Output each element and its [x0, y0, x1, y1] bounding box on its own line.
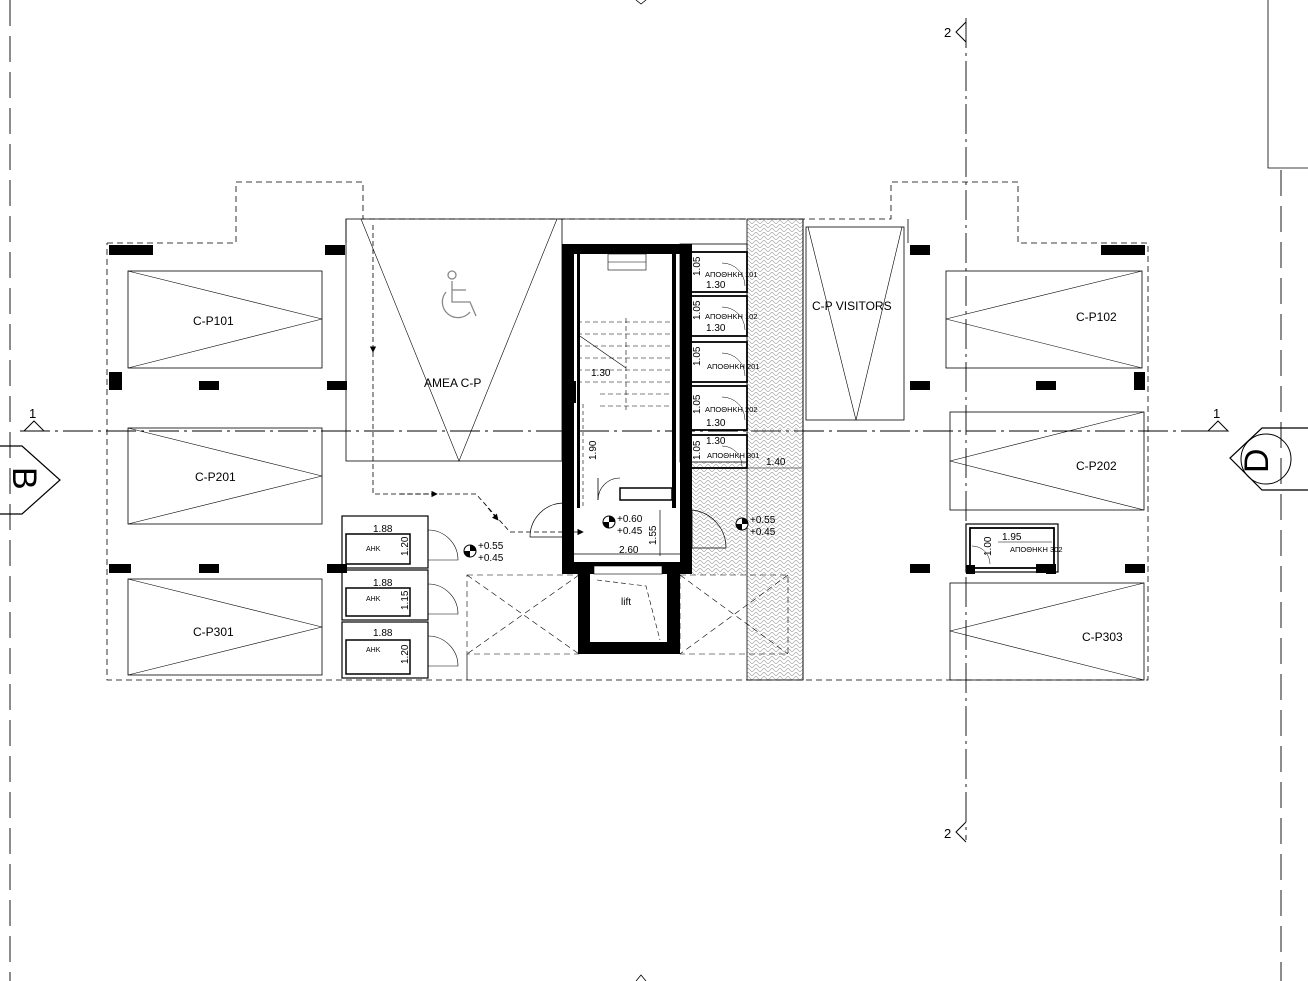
svg-text:C-P201: C-P201: [195, 470, 236, 484]
svg-text:C-P101: C-P101: [193, 314, 234, 328]
axis-marker-2-top: 2: [944, 21, 967, 43]
svg-text:1.88: 1.88: [373, 628, 393, 639]
svg-text:1.05: 1.05: [692, 256, 703, 276]
svg-text:ΑΗΚ: ΑΗΚ: [366, 596, 381, 603]
svg-text:ΑΗΚ: ΑΗΚ: [366, 647, 381, 654]
svg-text:1: 1: [1213, 406, 1220, 421]
lift-shaft: lift: [562, 562, 692, 654]
svg-text:1.20: 1.20: [400, 536, 411, 556]
top-edge-caret: [635, 0, 647, 5]
storage-302: 1.95 1.00 ΑΠΟΘΗΚΗ 302: [965, 523, 1063, 574]
parking-bay-cp303: C-P303: [949, 582, 1145, 681]
svg-text:2.60: 2.60: [619, 545, 639, 556]
access-route-arrow: [369, 225, 584, 536]
grid-lines: [9, 0, 1308, 981]
svg-text:C-P102: C-P102: [1076, 310, 1117, 324]
svg-text:1.05: 1.05: [692, 394, 703, 414]
structural-columns: [109, 245, 1145, 573]
svg-text:1: 1: [29, 406, 36, 421]
storage-202: ΑΠΟΘΗΚΗ 202 1.05 1.30: [692, 394, 758, 429]
ank-room-2: 1.88 1.15 ΑΗΚ: [341, 569, 459, 621]
svg-text:lift: lift: [621, 597, 631, 608]
svg-text:AMEA C-P: AMEA C-P: [424, 376, 481, 390]
svg-text:1.15: 1.15: [400, 590, 411, 610]
svg-text:1.30: 1.30: [706, 323, 726, 334]
ank-room-1: 1.88 1.20 ΑΗΚ: [341, 515, 459, 569]
svg-text:1.40: 1.40: [766, 457, 786, 468]
parking-bay-cp301: C-P301: [127, 578, 323, 676]
storage-101: ΑΠΟΘΗΚΗ 101 1.05 1.30: [692, 256, 758, 291]
axis-marker-2-bottom: 2: [944, 821, 967, 843]
svg-text:+0.55: +0.55: [478, 541, 504, 552]
svg-text:1.90: 1.90: [588, 440, 599, 460]
level-mark-left: +0.55 +0.45: [463, 541, 504, 564]
svg-text:+0.45: +0.45: [750, 527, 776, 538]
svg-text:1.05: 1.05: [692, 440, 703, 460]
void-boxes: [466, 574, 789, 655]
svg-text:ΑΗΚ: ΑΗΚ: [366, 546, 381, 553]
storage-102: ΑΠΟΘΗΚΗ 102 1.05 1.30: [692, 300, 758, 334]
svg-text:C-P301: C-P301: [193, 625, 234, 639]
parking-bay-cp101: C-P101: [127, 270, 323, 369]
svg-text:ΑΠΟΘΗΚΗ 302: ΑΠΟΘΗΚΗ 302: [1010, 545, 1063, 554]
bottom-edge-caret: [635, 974, 647, 981]
svg-text:1.30: 1.30: [706, 280, 726, 291]
svg-text:ΑΠΟΘΗΚΗ 202: ΑΠΟΘΗΚΗ 202: [705, 405, 758, 414]
ank-room-3: 1.88 1.20 ΑΗΚ: [341, 621, 459, 679]
parking-bay-amea: AMEA C-P: [345, 218, 563, 462]
svg-text:+0.60: +0.60: [617, 514, 643, 525]
svg-text:+0.55: +0.55: [750, 515, 776, 526]
storage-block: [679, 243, 748, 469]
storage-201: ΑΠΟΘΗΚΗ 201 1.05: [692, 346, 760, 371]
svg-text:ΑΠΟΘΗΚΗ 201: ΑΠΟΘΗΚΗ 201: [707, 362, 760, 371]
stair-core: 1.30 1.90 2.60 1.55 +0.60 +0.45: [529, 244, 727, 564]
svg-text:1.30: 1.30: [591, 368, 611, 379]
svg-text:D: D: [1238, 448, 1276, 473]
svg-text:2: 2: [944, 826, 951, 841]
svg-text:C-P202: C-P202: [1076, 459, 1117, 473]
svg-text:1.30: 1.30: [706, 418, 726, 429]
svg-text:1.88: 1.88: [373, 578, 393, 589]
parking-bay-cp102: C-P102: [945, 270, 1143, 369]
svg-text:1.00: 1.00: [983, 536, 994, 556]
axis-marker-1-right: 1: [1206, 406, 1230, 432]
level-mark-center: +0.60 +0.45: [602, 514, 643, 537]
svg-text:1.95: 1.95: [1002, 532, 1022, 543]
svg-text:ΑΠΟΘΗΚΗ 301: ΑΠΟΘΗΚΗ 301: [707, 451, 760, 460]
section-marker-b: B: [0, 445, 61, 515]
svg-text:ΑΠΟΘΗΚΗ 102: ΑΠΟΘΗΚΗ 102: [705, 312, 758, 321]
svg-text:1.05: 1.05: [692, 300, 703, 320]
parking-bay-visitors: C-P VISITORS: [805, 226, 905, 421]
svg-text:1.55: 1.55: [648, 525, 659, 545]
svg-text:ΑΠΟΘΗΚΗ 101: ΑΠΟΘΗΚΗ 101: [705, 270, 758, 279]
svg-text:+0.45: +0.45: [617, 526, 643, 537]
ramp-width-dim: 1.40: [748, 457, 802, 469]
svg-text:2: 2: [944, 25, 951, 40]
parking-bay-cp202: C-P202: [949, 411, 1145, 511]
svg-text:C-P303: C-P303: [1082, 630, 1123, 644]
svg-text:B: B: [5, 467, 43, 490]
svg-text:+0.45: +0.45: [478, 553, 504, 564]
wheelchair-icon: [441, 270, 477, 319]
section-marker-d: D: [1229, 427, 1308, 491]
svg-text:1.20: 1.20: [400, 644, 411, 664]
level-mark-ramp: +0.55 +0.45: [735, 515, 776, 538]
svg-text:1.88: 1.88: [373, 524, 393, 535]
ramp-strip: [690, 218, 804, 681]
svg-text:1.05: 1.05: [692, 346, 703, 366]
parking-bay-cp201: C-P201: [127, 427, 323, 525]
svg-text:1.30: 1.30: [706, 436, 726, 447]
axis-marker-1-left: 1: [22, 406, 46, 432]
svg-text:C-P VISITORS: C-P VISITORS: [812, 299, 892, 313]
storage-301: 1.30 ΑΠΟΘΗΚΗ 301 1.05: [692, 436, 760, 460]
